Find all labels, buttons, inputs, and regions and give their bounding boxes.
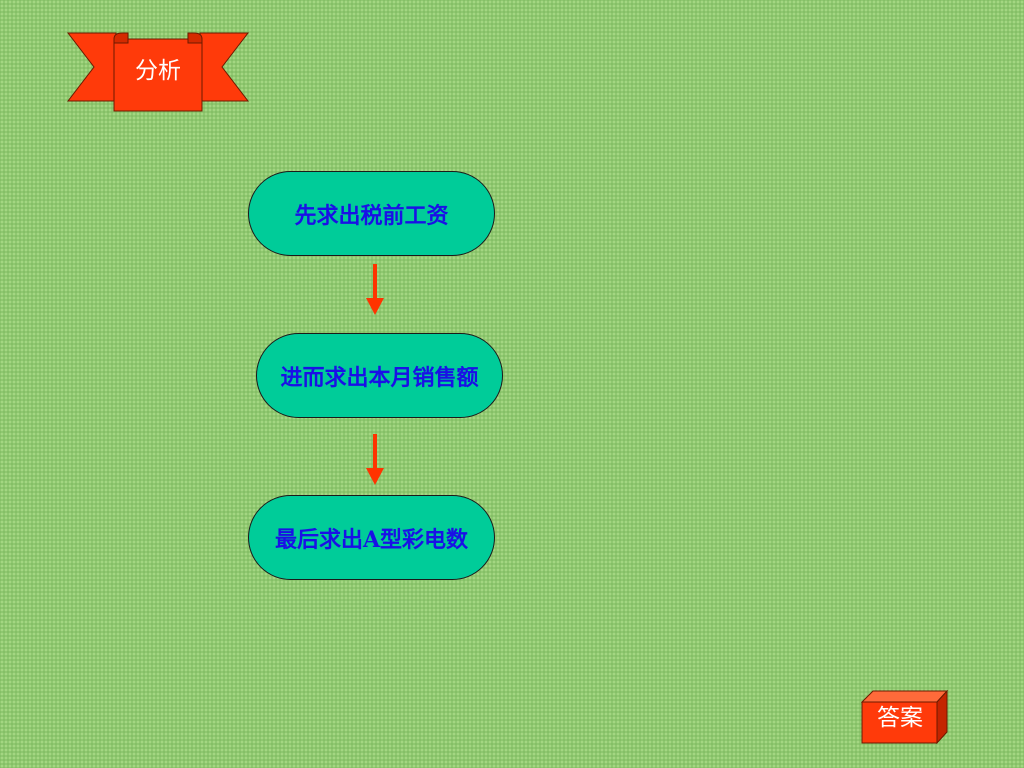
answer-button[interactable]: 答案 (861, 690, 949, 744)
analysis-label: 分析 (135, 58, 181, 84)
flow-step-1: 先求出税前工资 (248, 171, 495, 256)
analysis-badge: 分析 (66, 31, 250, 115)
answer-label: 答案 (877, 705, 923, 731)
down-arrow-icon (366, 434, 384, 485)
down-arrow-icon (366, 264, 384, 315)
ribbon-shape (66, 32, 250, 112)
flow-step-3: 最后求出A型彩电数 (248, 495, 495, 580)
button-bevel-shape (861, 690, 949, 744)
flow-step-2: 进而求出本月销售额 (256, 333, 503, 418)
